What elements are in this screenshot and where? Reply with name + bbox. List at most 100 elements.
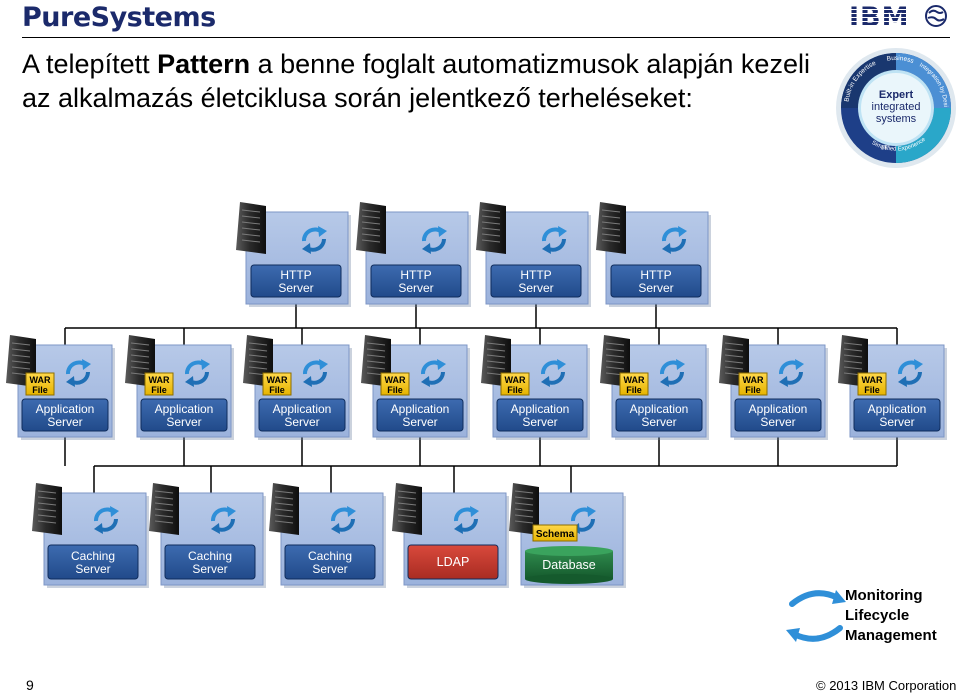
sync-arrowhead-top xyxy=(82,359,91,370)
tower-slot xyxy=(481,215,501,219)
tower-slot xyxy=(397,520,417,524)
tower-slot xyxy=(11,366,31,370)
sync-icon xyxy=(454,506,479,534)
sync-icon xyxy=(185,359,210,387)
server-label-line2: Server xyxy=(398,281,433,295)
server-label-line1: LDAP xyxy=(437,555,470,569)
war-file-line1: WAR xyxy=(30,375,51,385)
tower-slot xyxy=(361,233,381,237)
sync-arrowhead-bottom xyxy=(660,376,669,387)
page-number: 9 xyxy=(26,677,34,693)
sync-arrowhead-bottom xyxy=(542,243,551,254)
tower-slot xyxy=(154,496,174,500)
tower-slot xyxy=(724,354,744,358)
sync-arrowhead-bottom xyxy=(454,523,463,534)
sync-arrowhead-bottom xyxy=(779,376,788,387)
tower-slot xyxy=(601,215,621,219)
server-label-line2: Server xyxy=(641,415,676,429)
server-label-line1: Caching xyxy=(308,549,352,563)
server-tower-icon xyxy=(149,483,179,535)
war-file-icon xyxy=(25,372,55,396)
server-label-line2: Server xyxy=(522,415,557,429)
ibm-logo: IBM xyxy=(849,2,910,33)
tower-slot xyxy=(11,360,31,364)
sync-icon xyxy=(211,506,236,534)
server-label-box xyxy=(250,264,342,298)
copyright: © 2013 IBM Corporation xyxy=(816,678,957,693)
server-tower-icon xyxy=(32,483,62,535)
sync-arrowhead-bottom xyxy=(94,523,103,534)
war-file-line1: WAR xyxy=(505,375,526,385)
tower-slot xyxy=(37,502,57,506)
war-file-line2: File xyxy=(32,385,48,395)
tower-slot xyxy=(130,348,150,352)
tower-slot xyxy=(486,354,506,358)
database-cylinder-bottom xyxy=(525,574,613,584)
war-file-line1: WAR xyxy=(743,375,764,385)
server-label-line2: Server xyxy=(284,415,319,429)
legend-lifecycle: Lifecycle xyxy=(845,607,910,624)
server-nodes: HTTPServerHTTPServerHTTPServerHTTPServer… xyxy=(6,202,947,588)
tower-slot xyxy=(154,502,174,506)
war-file-line2: File xyxy=(864,385,880,395)
connector-lines xyxy=(64,304,898,493)
server-label-box xyxy=(258,398,346,432)
server-label-line2: Server xyxy=(879,415,914,429)
sync-icon xyxy=(66,359,91,387)
tower-slot xyxy=(843,348,863,352)
header-divider xyxy=(22,37,950,38)
war-file-line2: File xyxy=(151,385,167,395)
sync-arrowhead-top xyxy=(587,506,596,517)
war-file-line2: File xyxy=(745,385,761,395)
tower-slot xyxy=(486,366,506,370)
tower-slot xyxy=(274,514,294,518)
war-file-icon xyxy=(738,372,768,396)
tower-slot xyxy=(248,360,268,364)
sync-icon xyxy=(779,359,804,387)
sync-icon xyxy=(422,226,447,254)
server-label-line1: Application xyxy=(391,402,450,416)
monitoring-arrow-icon xyxy=(789,590,841,607)
badge-integrated: integrated xyxy=(872,101,921,113)
tower-slot xyxy=(724,366,744,370)
tower-slot xyxy=(366,366,386,370)
server-label-line1: HTTP xyxy=(640,268,671,282)
sync-arrowhead-top xyxy=(437,359,446,370)
server-label-box xyxy=(853,398,941,432)
sync-icon xyxy=(541,359,566,387)
server-label-line1: Caching xyxy=(188,549,232,563)
tower-slot xyxy=(366,360,386,364)
tower-slot xyxy=(248,342,268,346)
tower-slot xyxy=(361,227,381,231)
server-tower-icon xyxy=(509,483,539,535)
sync-arrowhead-top xyxy=(438,226,447,237)
server-tower-icon xyxy=(356,202,386,254)
war-file-icon xyxy=(857,372,887,396)
tower-slot xyxy=(843,366,863,370)
server-label-line1: Application xyxy=(511,402,570,416)
tower-body xyxy=(476,202,506,254)
tower-slot xyxy=(130,366,150,370)
tower-slot xyxy=(843,360,863,364)
server-label-box xyxy=(164,544,256,580)
tower-slot xyxy=(274,490,294,494)
sync-arrowhead-bottom xyxy=(331,523,340,534)
server-label-box xyxy=(21,398,109,432)
server-label-box xyxy=(496,398,584,432)
sync-arrowhead-bottom xyxy=(541,376,550,387)
tower-slot xyxy=(601,209,621,213)
tower-slot xyxy=(397,514,417,518)
server-label-box xyxy=(615,398,703,432)
sync-arrowhead-bottom xyxy=(211,523,220,534)
tower-slot xyxy=(486,342,506,346)
page-title: A telepített Pattern a benne foglalt aut… xyxy=(22,49,810,113)
tower-slot xyxy=(397,496,417,500)
tower-slot xyxy=(274,520,294,524)
